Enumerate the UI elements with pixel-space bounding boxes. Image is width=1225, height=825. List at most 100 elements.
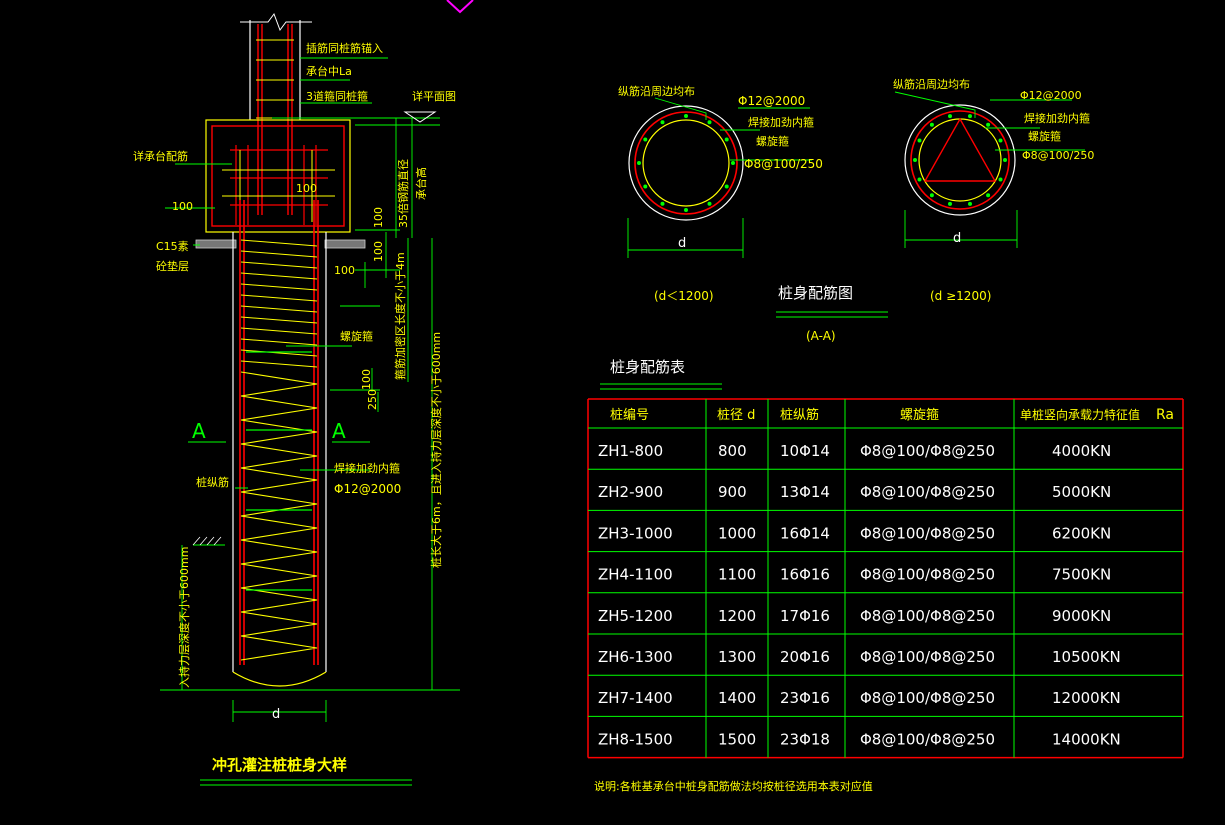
view-marker [446, 0, 474, 14]
rebar-dot [998, 177, 1003, 182]
table-cell: ZH4-1100 [598, 566, 673, 584]
table-header-longitudinal: 桩纵筋 [780, 407, 819, 423]
table-cell: 1000 [718, 524, 756, 542]
label-cap-bottom: 详平面图 [412, 89, 456, 103]
cap-top-marker [403, 111, 437, 123]
table-cell: 13Φ14 [780, 483, 830, 501]
table-header-diameter: 桩径 d [717, 408, 755, 423]
rebar-dot [968, 114, 972, 119]
label-100-a: 100 [172, 200, 193, 213]
spiral-sparse [240, 371, 318, 661]
table-cell: 800 [718, 442, 747, 460]
section-left-spiral [634, 111, 738, 215]
rebar-dot [637, 161, 641, 165]
label-three-stirrups: 3道箍同桩箍 [306, 89, 368, 103]
table-header-spiral: 螺旋箍 [900, 407, 939, 423]
section-left-dim: d [678, 236, 686, 251]
table-cell: 10Φ14 [780, 442, 830, 460]
table-header-capacity: 单桩竖向承载力特征值 [1020, 407, 1140, 422]
label-spiral: 螺旋箍 [340, 329, 373, 343]
section-mark-left: A [192, 419, 206, 443]
rebar-dot [948, 201, 952, 206]
elevation-title: 冲孔灌注桩桩身大样 [212, 756, 347, 774]
column-ties [256, 39, 294, 119]
rebar-dot [986, 122, 991, 127]
rebar-dot [707, 201, 712, 206]
table-cell: ZH7-1400 [598, 689, 673, 707]
label-c15: C15素 [156, 240, 189, 253]
section-right-ring [918, 118, 1002, 202]
table-cell: 23Φ18 [780, 730, 830, 748]
section-right-triangle [923, 117, 997, 182]
label-100-e: 100 [334, 264, 355, 277]
rebar-dot [660, 120, 665, 125]
section-right-ring-note: 焊接加劲内箍 [1024, 111, 1090, 125]
table-cell: 1500 [718, 730, 756, 748]
table-title-underline [600, 383, 722, 390]
section-left-ring [642, 119, 730, 207]
rebar-dot [1003, 158, 1007, 162]
table-cell: 4000KN [1052, 442, 1111, 460]
section-right-dim: d [953, 231, 961, 246]
section-right-ring-spec: Φ12@2000 [1020, 89, 1082, 102]
rebar-dot [913, 158, 917, 162]
sections-subtitle: (A-A) [806, 329, 836, 343]
label-cap-rebar: 详承台配筋 [133, 149, 188, 163]
section-left-caption: (d＜1200) [654, 289, 714, 303]
label-weld-ring: 焊接加劲内箍 [334, 461, 400, 475]
pile-outline [232, 232, 327, 672]
spiral-dense [240, 239, 318, 368]
table-cell: Φ8@100/Φ8@250 [860, 442, 995, 460]
table-cell: Φ8@100/Φ8@250 [860, 524, 995, 542]
table-cell: 23Φ16 [780, 689, 830, 707]
section-right: 纵筋沿周边均布 Φ12@2000 焊接加劲内箍 螺旋箍 Φ8@100/250 d… [893, 77, 1094, 303]
rebar-dot [731, 161, 735, 165]
section-left-outer [628, 105, 744, 221]
section-left-spiral-spec: Φ8@100/250 [744, 157, 823, 171]
table-cell: 7500KN [1052, 566, 1111, 584]
table-cell: ZH1-800 [598, 442, 663, 460]
section-right-leaders [894, 91, 1085, 248]
rebar-dot [929, 193, 934, 198]
label-cap-depth: 承台高 [414, 167, 428, 200]
table-cell: ZH2-900 [598, 483, 663, 501]
break-line [240, 12, 312, 32]
rebar-dot [968, 201, 972, 206]
table-grid [587, 398, 1184, 759]
section-left-ring-note: 焊接加劲内箍 [748, 115, 814, 129]
pile-elevation: A A 插筋同桩筋锚入 承台中La 3道箍同桩箍 详平面图 详承台配筋 100 … [133, 12, 460, 786]
table-cell: Φ8@100/Φ8@250 [860, 607, 995, 625]
table-cell: Φ8@100/Φ8@250 [860, 689, 995, 707]
section-right-bars-even: 纵筋沿周边均布 [893, 77, 970, 91]
label-100-b: 100 [296, 182, 317, 195]
table-cell: 17Φ16 [780, 607, 830, 625]
rebar-dot [948, 114, 952, 119]
table-cell: 16Φ16 [780, 566, 830, 584]
table-cell: Φ8@100/Φ8@250 [860, 566, 995, 584]
rebar-dot [660, 201, 665, 206]
section-left-spiral: 螺旋箍 [756, 134, 789, 148]
label-col-anchor-2: 承台中La [306, 64, 352, 78]
label-bearing-depth: 入持力层深度不小于600mm [177, 547, 191, 688]
cushion-layer [195, 239, 237, 249]
section-left-bars [637, 114, 735, 212]
rebar-dot [917, 177, 922, 182]
elevation-title-underline [200, 779, 412, 786]
pile-cap-inner-bars [230, 145, 328, 225]
dimension-lines [160, 118, 460, 722]
section-left-ring-spec: Φ12@2000 [738, 94, 805, 108]
rebar-dot [998, 138, 1003, 143]
rebar-dot [643, 137, 648, 142]
label-dense-zone: 箍筋加密区长度不小于4m [393, 252, 407, 380]
table-cell: 1300 [718, 648, 756, 666]
section-mark-right: A [332, 419, 346, 443]
label-pile-length: 桩长大于6m，且进入持力层深度不小于600mm [429, 332, 443, 568]
cap-yellow-details [222, 150, 335, 222]
table-cell: 20Φ16 [780, 648, 830, 666]
section-left: 纵筋沿周边均布 Φ12@2000 焊接加劲内箍 螺旋箍 Φ8@100/250 d… [618, 84, 823, 303]
sections-title-underline [776, 311, 888, 318]
table-cell: 1200 [718, 607, 756, 625]
table-header-ra: Ra [1156, 407, 1174, 423]
table-cell: 10500KN [1052, 648, 1121, 666]
